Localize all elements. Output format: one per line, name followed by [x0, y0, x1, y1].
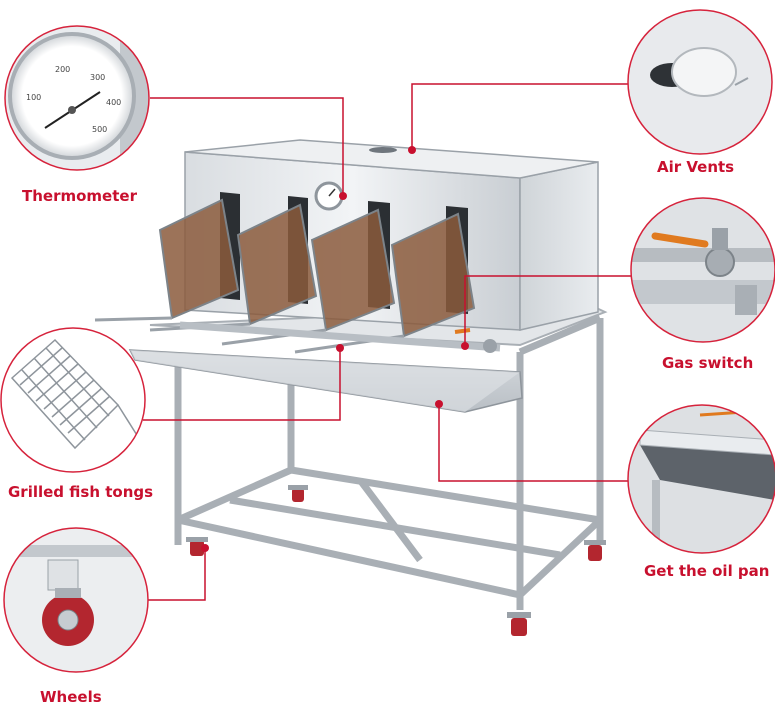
- leader-oil-pan: [438, 404, 628, 482]
- gas-valve-handle: [454, 328, 471, 334]
- grill-box-top: [184, 139, 599, 179]
- label-gas-switch: Gas switch: [662, 354, 754, 372]
- grill-unit: [94, 139, 608, 636]
- detail-tongs: [0, 327, 146, 473]
- leader-tongs: [143, 348, 341, 421]
- box-thermometer: [314, 181, 344, 211]
- dial-tick: 200: [55, 65, 70, 74]
- dial-tick: 100: [26, 93, 41, 102]
- label-wheels: Wheels: [40, 688, 102, 706]
- detail-oil-pan: [627, 404, 775, 554]
- fish-baskets: [94, 198, 476, 354]
- caster-wheel: [288, 485, 308, 502]
- gas-switch-valve: [705, 247, 735, 277]
- leader-air-vents: [411, 83, 628, 150]
- tongs-grid: [10, 338, 141, 450]
- dial-tick: 400: [106, 98, 121, 107]
- gas-pipe: [179, 321, 501, 352]
- caster-wheel: [507, 612, 531, 636]
- grill-box-side: [519, 161, 599, 331]
- detail-thermometer: 100 200 300 400 500: [4, 25, 150, 171]
- caster-wheel: [186, 537, 208, 556]
- gas-switch-handle: [651, 232, 709, 248]
- fish-basket: [94, 198, 240, 322]
- label-thermometer: Thermometer: [22, 187, 137, 205]
- leader-thermometer: [150, 97, 344, 196]
- caster-wheels: [186, 485, 606, 636]
- label-air-vents: Air Vents: [657, 158, 735, 176]
- leader-lines: [143, 83, 632, 601]
- top-vent: [369, 147, 397, 153]
- gas-valve: [483, 339, 497, 353]
- detail-gas-switch: [630, 197, 775, 343]
- caster-wheel: [584, 540, 606, 561]
- leader-wheels: [148, 548, 206, 601]
- vent-cover: [671, 47, 737, 97]
- dial-tick: 300: [90, 73, 105, 82]
- label-oil-pan: Get the oil pan: [644, 562, 770, 580]
- leader-dots: [201, 146, 469, 552]
- leader-gas-switch: [464, 275, 632, 346]
- detail-wheels: [3, 527, 149, 673]
- label-grilled-fish-tongs: Grilled fish tongs: [8, 483, 154, 501]
- detail-air-vents: [627, 9, 773, 155]
- dial-tick: 500: [92, 125, 107, 134]
